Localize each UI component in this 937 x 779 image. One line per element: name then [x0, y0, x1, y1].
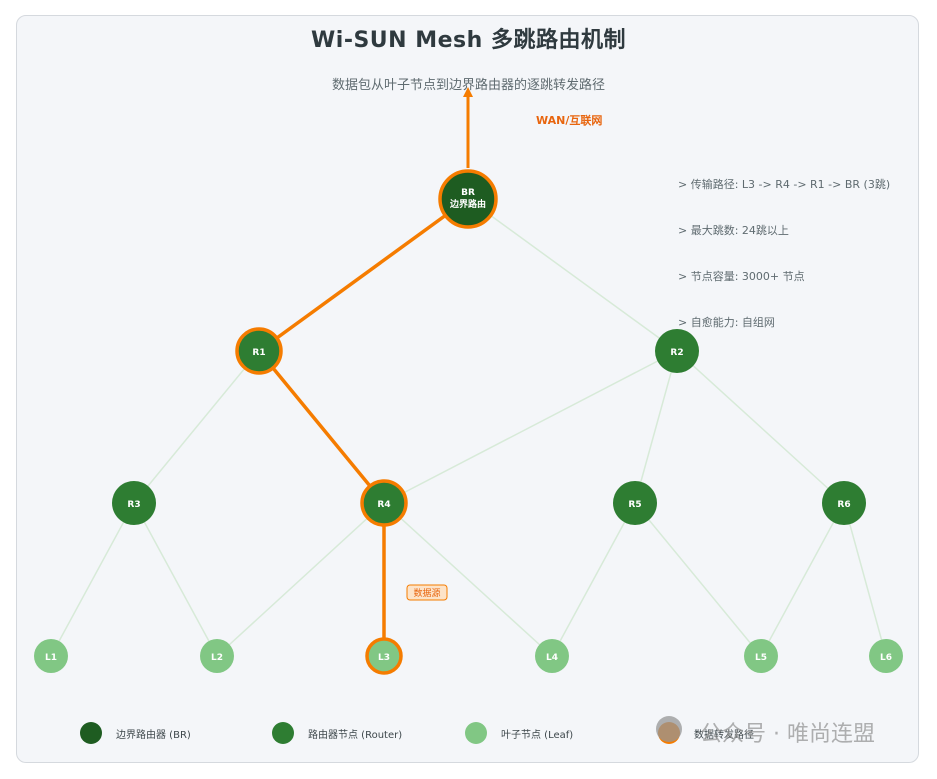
info-path: > 传输路径: L3 -> R4 -> R1 -> BR (3跳): [678, 178, 891, 191]
mesh-links: [50, 198, 887, 657]
legend-leaf-swatch: [465, 722, 487, 744]
node-r6-label: R6: [837, 500, 850, 510]
node-l6[interactable]: L6: [869, 639, 903, 673]
node-l6-label: L6: [880, 653, 892, 663]
node-l1-label: L1: [45, 653, 57, 663]
info-self-healing: > 自愈能力: 自组网: [678, 316, 775, 329]
link-r1-r3: [133, 350, 260, 504]
legend-item-border-router: 边界路由器 (BR): [80, 722, 191, 744]
path-r1-br: [257, 197, 470, 353]
node-l4[interactable]: L4: [535, 639, 569, 673]
link-r2-r6: [676, 350, 845, 504]
link-br-r2: [467, 198, 678, 352]
link-r4-l2: [216, 502, 385, 657]
forwarding-path: [257, 197, 470, 658]
data-source-label: 数据源: [413, 587, 440, 599]
page-title: Wi-SUN Mesh 多跳路由机制: [311, 28, 626, 53]
node-br-label: BR: [461, 188, 475, 198]
node-r3-label: R3: [127, 500, 140, 510]
link-r6-l6: [843, 502, 887, 657]
watermark: 公众号 · 唯尚连盟: [700, 722, 875, 747]
link-r2-r4: [383, 350, 678, 504]
legend-leaf-label: 叶子节点 (Leaf): [501, 729, 574, 741]
node-l2[interactable]: L2: [200, 639, 234, 673]
wechat-icon: [656, 716, 682, 742]
legend-border-router-swatch: [80, 722, 102, 744]
link-r4-l4: [383, 502, 553, 657]
link-r2-r5: [634, 350, 678, 504]
link-r3-l2: [133, 502, 218, 657]
path-r4-r1: [257, 349, 386, 505]
data-source-tag: 数据源: [406, 584, 448, 601]
node-l4-label: L4: [546, 653, 558, 663]
node-l1[interactable]: L1: [34, 639, 68, 673]
node-r3[interactable]: R3: [112, 481, 156, 525]
legend-router-swatch: [272, 722, 294, 744]
link-r3-l1: [50, 502, 135, 657]
node-r6[interactable]: R6: [822, 481, 866, 525]
info-max-hops: > 最大跳数: 24跳以上: [678, 224, 789, 237]
link-r5-l5: [634, 502, 762, 657]
link-r5-l4: [551, 502, 636, 657]
node-r5[interactable]: R5: [613, 481, 657, 525]
node-r4[interactable]: R4: [360, 479, 408, 527]
page-subtitle: 数据包从叶子节点到边界路由器的逐跳转发路径: [331, 78, 605, 93]
node-r1-label: R1: [252, 348, 265, 358]
info-capacity: > 节点容量: 3000+ 节点: [678, 270, 805, 283]
node-r4-label: R4: [377, 500, 390, 510]
node-l2-label: L2: [211, 653, 223, 663]
wan-label: WAN/互联网: [536, 114, 603, 127]
node-l5[interactable]: L5: [744, 639, 778, 673]
node-r1[interactable]: R1: [235, 327, 283, 375]
link-r6-l5: [760, 502, 845, 657]
node-r2[interactable]: R2: [655, 329, 699, 373]
node-br[interactable]: BR 边界路由: [438, 169, 498, 229]
node-l5-label: L5: [755, 653, 767, 663]
legend-item-router: 路由器节点 (Router): [272, 722, 402, 744]
legend-path-label: 数据转发路径: [694, 729, 754, 741]
legend-router-label: 路由器节点 (Router): [308, 729, 403, 741]
node-r2-label: R2: [670, 348, 683, 358]
legend-border-router-label: 边界路由器 (BR): [116, 729, 191, 741]
node-l3[interactable]: L3: [365, 637, 403, 675]
node-br-sublabel: 边界路由: [449, 198, 486, 210]
node-l3-label: L3: [378, 653, 390, 663]
legend-item-leaf: 叶子节点 (Leaf): [465, 722, 573, 744]
node-r5-label: R5: [628, 500, 641, 510]
